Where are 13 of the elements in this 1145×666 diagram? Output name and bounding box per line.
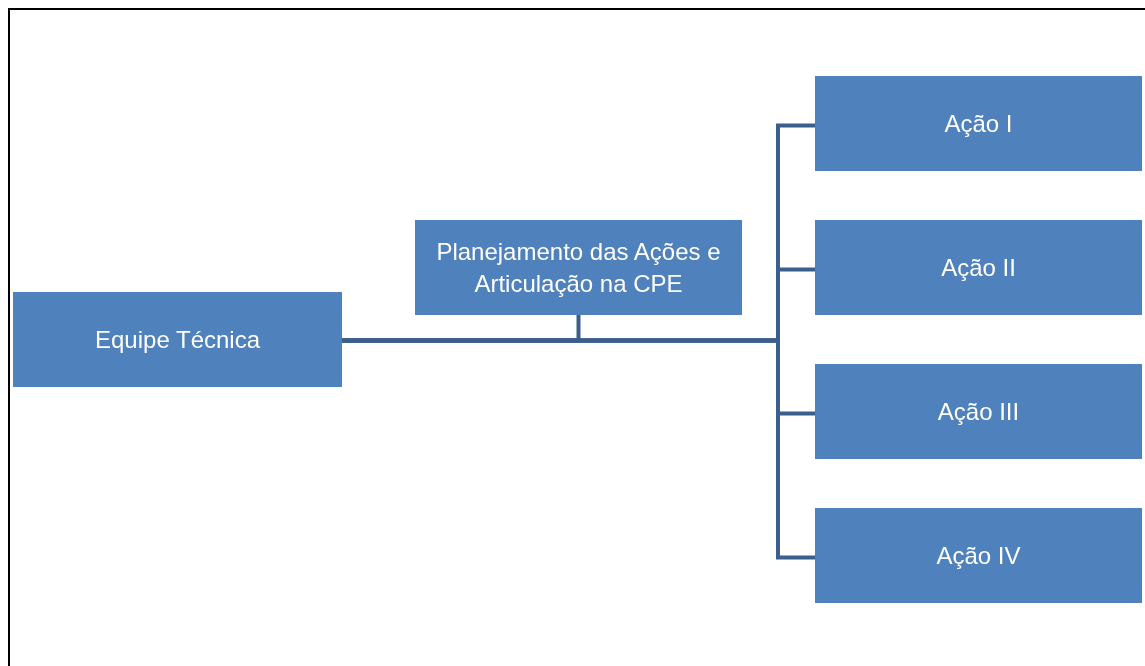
process-box <box>13 292 342 387</box>
node-label: Ação II <box>941 252 1016 283</box>
process-box <box>815 220 1142 315</box>
node-label: Planejamento das Ações e Articulação na CPE <box>435 237 722 299</box>
process-box <box>815 76 1142 171</box>
process-box <box>815 508 1142 603</box>
node-label: Ação IV <box>936 540 1021 571</box>
process-box <box>415 220 742 315</box>
process-box <box>815 364 1142 459</box>
connector-line <box>342 338 815 560</box>
node-label: Equipe Técnica <box>95 324 260 355</box>
node-label: Ação I <box>944 108 1013 139</box>
node-label: Ação III <box>937 396 1020 427</box>
